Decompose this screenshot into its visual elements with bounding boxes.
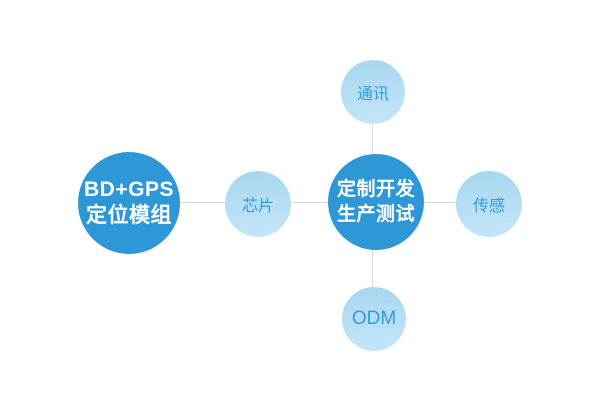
node-custom-development-label-line1: 定制开发: [336, 179, 415, 200]
node-bd-gps-module-label-line1: BD+GPS: [84, 178, 174, 201]
node-odm-label: ODM: [351, 308, 397, 329]
node-bd-gps-module-label-line2: 定位模组: [86, 204, 172, 227]
node-bd-gps-module: BD+GPS 定位模组: [78, 152, 180, 254]
node-communication-label: 通讯: [356, 86, 389, 103]
node-sensor: 传感: [456, 171, 522, 237]
node-sensor-label: 传感: [472, 198, 505, 215]
node-odm: ODM: [342, 287, 406, 351]
node-custom-development-label-line2: 生产测试: [336, 204, 415, 225]
node-custom-development: 定制开发 生产测试: [328, 154, 424, 250]
horizontal-connector-line: [129, 202, 489, 203]
node-chip: 芯片: [225, 171, 291, 237]
node-communication: 通讯: [341, 60, 405, 124]
node-chip-label: 芯片: [241, 198, 274, 215]
